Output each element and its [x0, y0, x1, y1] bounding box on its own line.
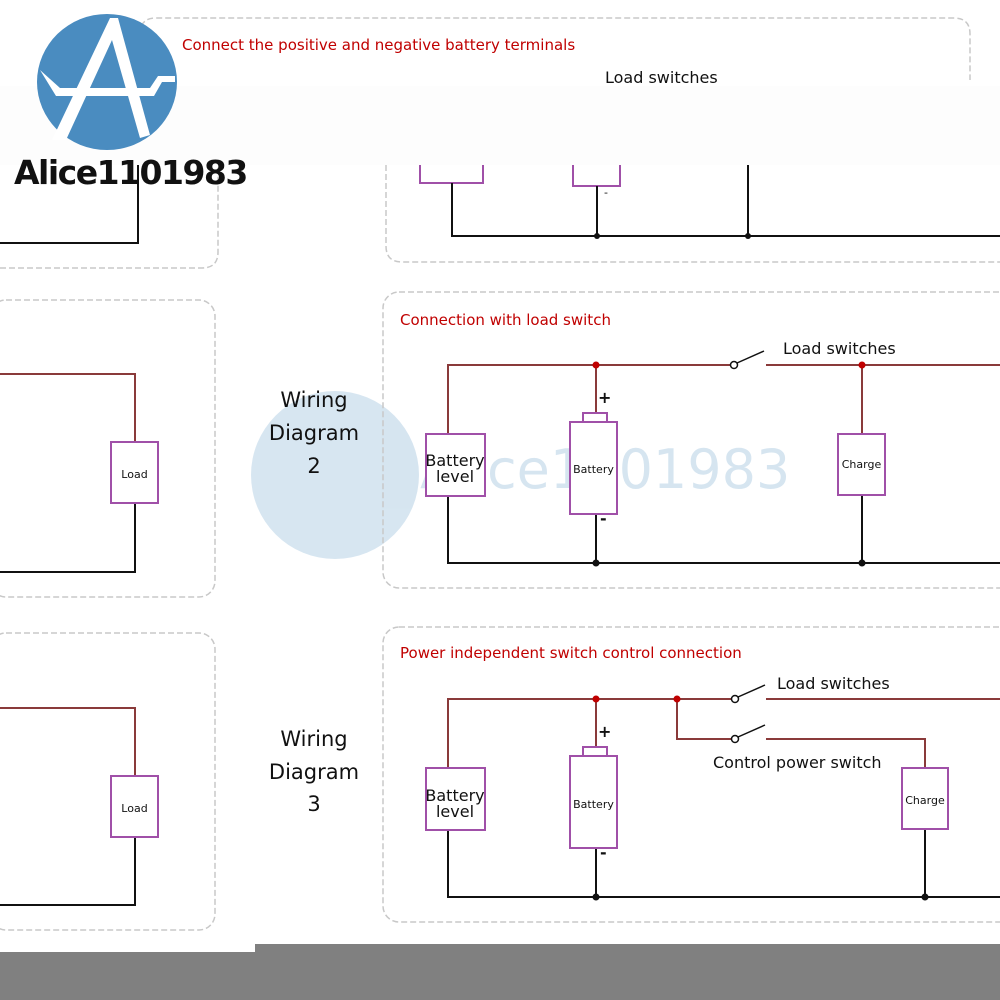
diagram3-control-power-switch-icon: [730, 724, 766, 744]
diagram3-battery-cap: [582, 746, 608, 757]
diagram2-battery-label: Battery: [573, 463, 614, 476]
diagram2-load-switches-label: Load switches: [783, 339, 896, 358]
wiring-diagram-3: Load Wiring Diagram 3 Power independent …: [0, 626, 1000, 931]
diagram2-load-box: [110, 441, 159, 504]
top-left-panel-border: [0, 165, 219, 269]
diagram2-load-label: Load: [121, 468, 147, 481]
diagram3-minus-label: -: [600, 843, 607, 862]
top-left-wire: [0, 165, 139, 244]
diagram3-battery-label: Battery: [573, 798, 614, 811]
diagram3-heading-line3: 3: [307, 792, 320, 816]
diagram2-left-panel: [0, 299, 216, 598]
diagram2-battery-level-line1: Battery: [425, 451, 484, 470]
diagram3-battery-level-box: [425, 767, 486, 831]
diagram3-plus-label: +: [598, 722, 611, 741]
footer-gray-bar: [0, 944, 1000, 1000]
diagram2-title: Connection with load switch: [400, 311, 611, 329]
diagram2-heading-line1: Wiring: [280, 388, 347, 412]
diagram3-control-power-switch-label: Control power switch: [713, 753, 882, 772]
junction-dot: [921, 893, 929, 901]
diagram3-title: Power independent switch control connect…: [400, 644, 742, 662]
diagram2-battery-box: [569, 421, 618, 515]
diagram2-battery-cap: [582, 412, 608, 423]
top-negative-wire: [451, 165, 1000, 237]
diagram3-load-positive-wire: [0, 707, 136, 776]
diagram2-battery-level-line2: level: [436, 467, 474, 486]
watermark-logo-icon: [251, 391, 419, 559]
diagram2-battery-level-box: [425, 433, 486, 497]
diagram3-heading-line2: Diagram: [269, 760, 359, 784]
junction-dot: [858, 559, 866, 567]
junction-dot: [858, 361, 866, 369]
junction-dot: [673, 695, 681, 703]
top-minus-label: -: [604, 186, 608, 199]
diagram3-battery-level-line2: level: [436, 802, 474, 821]
diagram3-right-panel: [382, 626, 1000, 923]
diagram2-positive-wire: [447, 364, 1000, 434]
logo-letter-a-icon: [40, 18, 175, 140]
brand-logo: Alice1101983: [14, 14, 248, 192]
diagram2-plus-label: +: [598, 388, 611, 407]
diagram3-negative-wire: [447, 829, 1000, 898]
logo-text: Alice1101983: [14, 153, 247, 192]
diagram3-charge-box: [901, 767, 949, 830]
diagram3-heading-line1: Wiring: [280, 727, 347, 751]
diagram3-positive-wire: [447, 698, 1000, 768]
top-battery-box: [572, 165, 621, 187]
junction-dot: [592, 559, 600, 567]
junction-dot: [594, 233, 600, 239]
diagram3-battery-level-line1: Battery: [425, 786, 484, 805]
diagram3-load-label: Load: [121, 802, 147, 815]
top-panel-border: [139, 17, 971, 80]
diagram2-charge-box: [837, 433, 886, 496]
top-panel-title: Connect the positive and negative batter…: [182, 36, 575, 54]
top-right-panel-border: [385, 165, 1000, 263]
diagram2-charge-label: Charge: [842, 458, 882, 471]
junction-dot: [592, 893, 600, 901]
diagram2-minus-label: -: [600, 509, 607, 528]
junction-dot: [592, 361, 600, 369]
top-load-switches-label: Load switches: [605, 68, 718, 87]
junction-dot: [592, 695, 600, 703]
diagram2-heading-line2: Diagram: [269, 421, 359, 445]
wiring-diagram-2: Load Wiring Diagram 2 Connection with lo…: [0, 291, 1000, 598]
diagram2-negative-wire: [447, 495, 1000, 564]
diagram3-load-switches-label: Load switches: [777, 674, 890, 693]
junction-dot: [745, 233, 751, 239]
center-watermark: Alice1101983: [251, 391, 790, 559]
diagram3-load-negative-wire: [0, 837, 136, 906]
diagram3-load-switch-icon: [730, 684, 766, 704]
top-battery-level-box: [419, 165, 484, 184]
diagram2-load-positive-wire: [0, 373, 136, 442]
diagram2-heading-line3: 2: [307, 454, 320, 478]
diagram3-charge-label: Charge: [905, 794, 945, 807]
diagram2-right-panel: [382, 291, 1000, 589]
diagram3-left-panel: [0, 632, 216, 931]
diagram3-battery-box: [569, 755, 618, 849]
diagram2-load-negative-wire: [0, 503, 136, 573]
diagram3-load-box: [110, 775, 159, 838]
diagram2-load-switch-icon: [729, 350, 765, 370]
